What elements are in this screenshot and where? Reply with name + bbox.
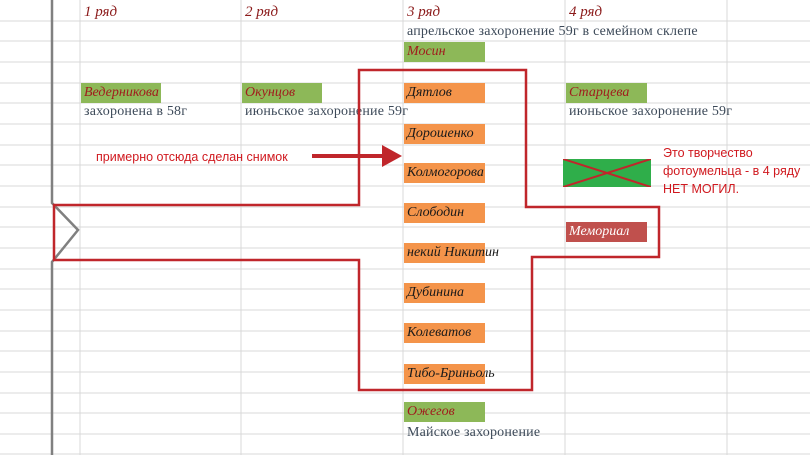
grave-cell-kolevatov[interactable]: Колеватов [404, 323, 485, 343]
grave-cell-slobodin[interactable]: Слободин [404, 203, 485, 223]
grave-cell-startseva[interactable]: Старцева [566, 83, 647, 103]
photo-spot-annotation: примерно отсюда сделан снимок [96, 150, 288, 164]
grave-cell-kolmogorova[interactable]: Колмогорова [404, 163, 485, 183]
may-burial-note: Майское захоронение [407, 425, 541, 440]
grave-name: Ведерникова [84, 85, 159, 100]
june-burial-note-row4: июньское захоронение 59г [569, 104, 733, 119]
grave-name: Старцева [569, 85, 630, 100]
memorial-cell[interactable]: Мемориал [566, 222, 647, 242]
grave-name: Окунцов [245, 85, 296, 100]
grave-name: Тибо-Бриньоль [407, 366, 495, 381]
column-header-1: 1 ряд [84, 4, 118, 20]
april-burial-note: апрельское захоронение 59г в семейном ск… [407, 24, 698, 39]
column-header-4: 4 ряд [569, 4, 603, 20]
grave-name: Колеватов [407, 325, 472, 340]
grave-cell-tibo-brignolle[interactable]: Тибо-Бриньоль [404, 364, 495, 384]
grave-name: Мосин [407, 44, 446, 59]
grave-cell-vedernikova[interactable]: Ведерникова [81, 83, 161, 103]
memorial-label: Мемориал [569, 224, 630, 239]
grave-cell-dyatlov[interactable]: Дятлов [404, 83, 485, 103]
grave-name: Дорошенко [407, 126, 474, 141]
grave-cell-okunev[interactable]: Окунцов [242, 83, 322, 103]
column-header-2: 2 ряд [245, 4, 279, 20]
grave-name: Дубинина [407, 285, 465, 300]
cross-icon [563, 159, 651, 187]
grave-name: Слободин [407, 205, 465, 220]
grave-name: Дятлов [407, 85, 452, 100]
no-graves-annotation: Это творчество фотоумельца - в 4 ряду НЕ… [663, 146, 801, 196]
grave-cell-nikitin[interactable]: некий Никитин [404, 243, 499, 263]
grave-name: некий Никитин [407, 245, 499, 260]
grave-cell-doroshenko[interactable]: Дорошенко [404, 124, 485, 144]
grave-cell-ozhegov[interactable]: Ожегов [404, 402, 485, 422]
buried-58-note: захоронена в 58г [84, 104, 188, 119]
crossed-out-cell [563, 159, 651, 187]
june-burial-note-row2: июньское захоронение 59г [245, 104, 409, 119]
grave-name: Ожегов [407, 404, 455, 419]
grave-cell-mosin[interactable]: Мосин [404, 42, 485, 62]
column-header-3: 3 ряд [407, 4, 441, 20]
grave-cell-dubinina[interactable]: Дубинина [404, 283, 485, 303]
grave-name: Колмогорова [407, 165, 484, 180]
